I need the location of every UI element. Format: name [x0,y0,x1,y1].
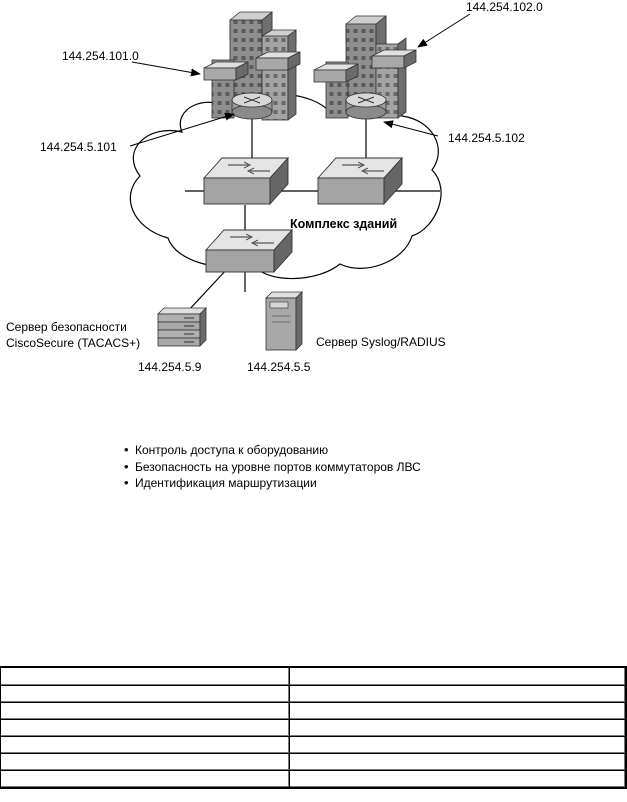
table-cell [288,702,627,719]
table-cell [288,719,627,736]
router-right-ip-label: 144.254.5.102 [448,131,525,145]
security-server [157,307,207,347]
bullet-item: Безопасность на уровне портов коммутатор… [124,459,421,476]
table-cell [0,666,289,685]
table-cell [0,685,289,702]
table-cell [0,719,289,736]
campus-label: Комплекс зданий [290,217,397,231]
building-left-switch-1 [203,61,249,81]
subnet-left-label: 144.254.101.0 [62,49,139,63]
bullet-item: Идентификация маршрутизации [124,475,421,492]
security-server-label-line2: CiscoSecure (TACACS+) [6,336,140,350]
table-cell [288,770,627,789]
table-cell [288,736,627,753]
callout-arrows [129,13,471,147]
syslog-server-label: Сервер Syslog/RADIUS [316,335,446,349]
syslog-server-ip-label: 144.254.5.5 [247,360,311,374]
network-diagram: 144.254.101.0 144.254.102.0 144.254.5.10… [6,0,543,374]
bullet-item: Контроль доступа к оборудованию [124,442,421,459]
table-row [0,753,627,770]
table-cell [0,736,289,753]
syslog-server [265,291,303,351]
table-cell [0,770,289,789]
building-right-switch-2 [371,49,417,69]
table-cell [288,753,627,770]
table-cell [0,702,289,719]
table-row [0,666,627,685]
security-server-ip-label: 144.254.5.9 [138,360,202,374]
table-row [0,770,627,789]
table-row [0,736,627,753]
distribution-switch-right [316,156,404,206]
security-server-label-line1: Сервер безопасности [6,320,127,334]
empty-table [0,666,627,789]
table-cell [0,753,289,770]
feature-bullet-list: Контроль доступа к оборудованию Безопасн… [124,442,421,492]
table-row [0,685,627,702]
subnet-right-label: 144.254.102.0 [466,0,543,14]
table-cell [288,685,627,702]
router-right [345,92,387,120]
router-left [231,92,273,120]
table-cell [288,666,627,685]
building-right-switch-1 [313,63,359,83]
router-left-ip-label: 144.254.5.101 [40,140,117,154]
building-left-switch-2 [255,51,301,71]
table-row [0,702,627,719]
table-row [0,719,627,736]
core-switch [204,228,294,274]
distribution-switch-left [202,156,290,206]
